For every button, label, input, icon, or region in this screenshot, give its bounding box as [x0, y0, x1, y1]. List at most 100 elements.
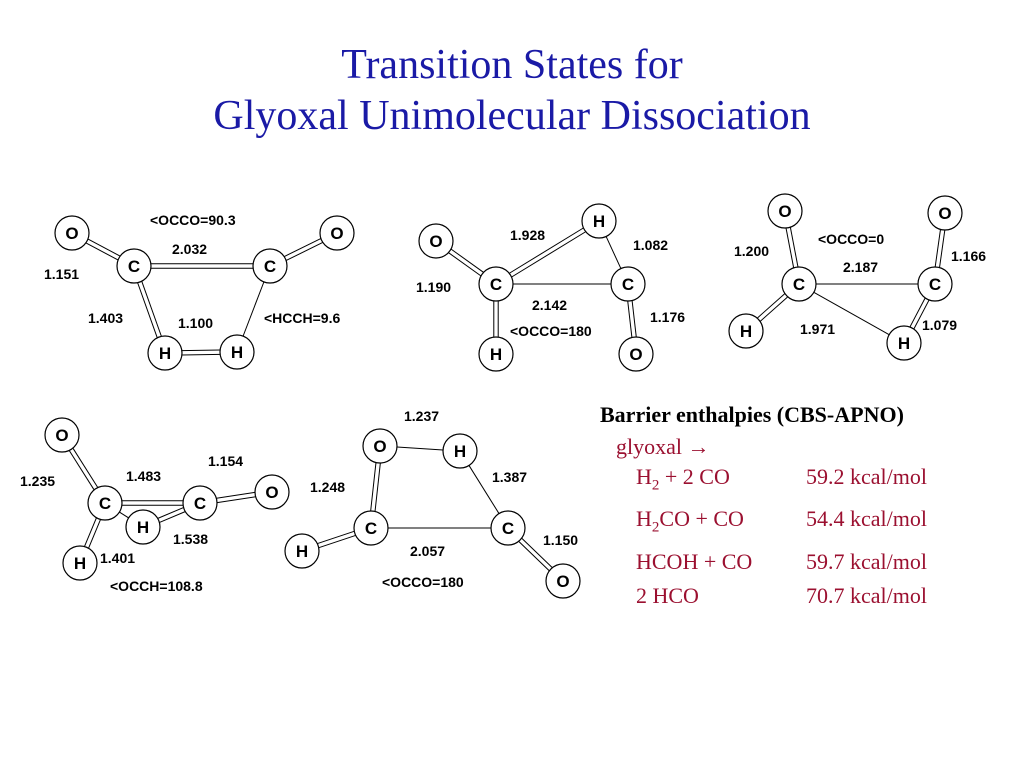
atom-label: C: [502, 519, 514, 538]
title-line-1: Transition States for: [341, 42, 683, 88]
measurement-label: 1.082: [633, 237, 668, 253]
atom-label: H: [231, 343, 243, 362]
measurement-label: 1.538: [173, 531, 208, 547]
atom-H2: H: [62, 545, 98, 581]
bond-C1-H2: [317, 530, 356, 549]
bond-O1-C1: [785, 227, 799, 268]
bond-H1-H2: [181, 349, 221, 356]
measurement-label: 1.100: [178, 315, 213, 331]
bond-C2-H2: [242, 281, 265, 337]
atom-label: H: [490, 345, 502, 364]
measurement-label: <HCCH=9.6: [264, 310, 340, 326]
atom-C2: C: [490, 510, 526, 546]
slide-title: Transition States for Glyoxal Unimolecul…: [0, 40, 1024, 142]
atom-label: O: [330, 224, 343, 243]
title-line-2: Glyoxal Unimolecular Dissociation: [213, 93, 811, 139]
atom-label: C: [622, 275, 634, 294]
atom-C2: C: [917, 266, 953, 302]
atom-O1: O: [418, 223, 454, 259]
measurement-label: <OCCO=90.3: [150, 212, 236, 228]
atom-H2: H: [284, 533, 320, 569]
atom-C1: C: [478, 266, 514, 302]
measurement-label: 1.190: [416, 279, 451, 295]
atom-O2: O: [927, 195, 963, 231]
bond-O1-C1: [448, 248, 484, 277]
atom-label: H: [296, 542, 308, 561]
atom-label: H: [137, 518, 149, 537]
measurement-label: 2.187: [843, 259, 878, 275]
atom-O1: O: [362, 428, 398, 464]
barrier-value: 59.2 kcal/mol: [806, 464, 927, 489]
atom-O1: O: [44, 417, 80, 453]
barrier-value: 54.4 kcal/mol: [806, 506, 927, 532]
measurement-label: <OCCO=180: [510, 323, 592, 339]
bond-C2-O2: [216, 491, 256, 504]
barrier-product: 2 HCO: [636, 582, 699, 608]
bond-C2-O2: [518, 537, 553, 572]
measurement-label: 1.176: [650, 309, 685, 325]
atom-O2: O: [618, 336, 654, 372]
atom-label: O: [65, 224, 78, 243]
atom-label: C: [128, 257, 140, 276]
bond-O1-H1: [396, 446, 444, 451]
barrier-row: HCOH + CO 59.7 kcal/mol: [636, 545, 927, 579]
barrier-rows: H2 + 2 CO 59.2 kcal/mol H2CO + CO 54.4 k…: [600, 460, 927, 613]
atom-C2: C: [252, 248, 288, 284]
atom-H1: H: [147, 335, 183, 371]
atom-H1: H: [728, 313, 764, 349]
atom-label: H: [454, 442, 466, 461]
bond-C1-H2: [493, 301, 499, 337]
atom-label: C: [490, 275, 502, 294]
measurement-label: 2.057: [410, 543, 445, 559]
measurement-label: 1.235: [20, 473, 55, 489]
atom-label: C: [793, 275, 805, 294]
atom-H2: H: [886, 325, 922, 361]
bond-H1-C2: [157, 507, 186, 523]
barrier-product: H2 + 2 CO: [636, 464, 730, 494]
barrier-product: H2CO + CO: [636, 506, 744, 536]
atom-O2: O: [254, 474, 290, 510]
atom-label: O: [55, 426, 68, 445]
bond-C1-H2: [84, 517, 101, 549]
measurement-label: 1.237: [404, 408, 439, 424]
atom-H2: H: [478, 336, 514, 372]
barrier-row: H2 + 2 CO 59.2 kcal/mol: [636, 460, 927, 502]
measurement-label: <OCCH=108.8: [110, 578, 203, 594]
measurement-label: 1.483: [126, 468, 161, 484]
bond-C1-H1: [119, 511, 129, 519]
measurement-label: 1.151: [44, 266, 79, 282]
bond-C2-O2: [627, 300, 637, 338]
atom-C1: C: [353, 510, 389, 546]
atom-label: H: [74, 554, 86, 573]
atom-label: O: [938, 204, 951, 223]
bond-O1-C1: [85, 238, 121, 261]
atom-label: C: [194, 494, 206, 513]
barrier-row: 2 HCO 70.7 kcal/mol: [636, 579, 927, 613]
bond-C1-H1: [756, 293, 789, 322]
barrier-reactant: glyoxal →: [616, 434, 710, 459]
atom-H2: H: [219, 334, 255, 370]
atom-label: C: [264, 257, 276, 276]
measurement-label: <OCCO=180: [382, 574, 464, 590]
bond-C2-O2: [934, 229, 946, 268]
bond-C2-O2: [284, 238, 323, 261]
atom-label: O: [778, 202, 791, 221]
atom-H1: H: [125, 509, 161, 545]
atom-O2: O: [319, 215, 355, 251]
measurement-label: 1.200: [734, 243, 769, 259]
atom-label: O: [629, 345, 642, 364]
measurement-label: 1.971: [800, 321, 835, 337]
bond-O1-C1: [68, 447, 99, 491]
measurement-label: 1.248: [310, 479, 345, 495]
atom-label: C: [99, 494, 111, 513]
atom-O1: O: [767, 193, 803, 229]
measurement-label: 1.401: [100, 550, 135, 566]
measurement-label: <OCCO=0: [818, 231, 884, 247]
measurement-label: 2.032: [172, 241, 207, 257]
atom-C2: C: [610, 266, 646, 302]
